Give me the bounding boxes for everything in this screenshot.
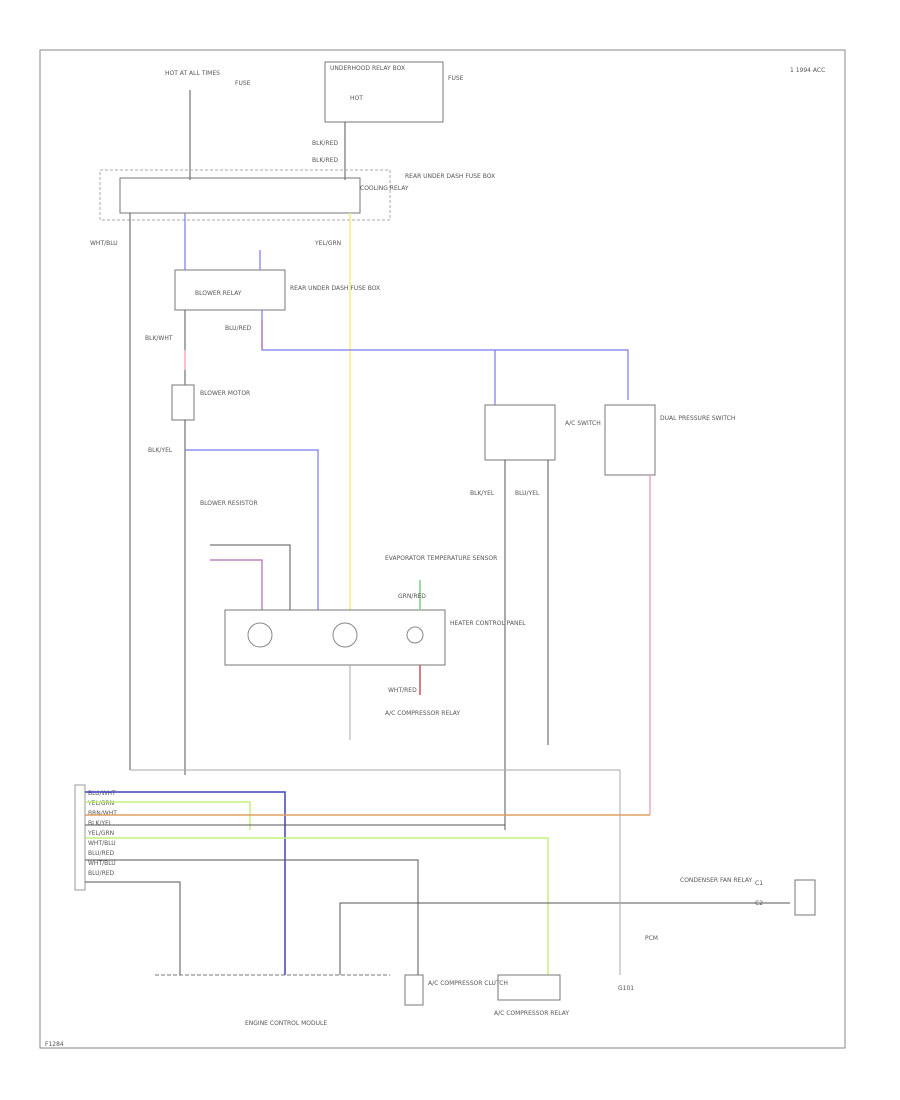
label-ac-switch: A/C SWITCH	[565, 420, 601, 427]
label-blu-red: BLU/RED	[225, 325, 252, 332]
label-heater-control-panel: HEATER CONTROL PANEL	[450, 620, 526, 627]
wire-blue-red-bus	[261, 310, 629, 400]
wire-lightgreen-harness-1	[85, 801, 251, 830]
harness-row-2: YEL/GRN	[87, 800, 114, 807]
wire-violet-resistor	[210, 559, 263, 610]
label-blk-yel: BLK/YEL	[148, 447, 173, 454]
label-hot-at-all-times: HOT AT ALL TIMES	[165, 70, 220, 77]
harness-row-1: BLU/WHT	[88, 790, 116, 797]
label-ecm: ENGINE CONTROL MODULE	[245, 1020, 327, 1027]
label-hot-run: HOT	[350, 95, 363, 102]
label-evap-temp-sensor: EVAPORATOR TEMPERATURE SENSOR	[385, 555, 497, 562]
underhood-relay-box	[324, 61, 444, 123]
label-underhood-relay: UNDERHOOD RELAY BOX	[330, 65, 405, 72]
wire-dark-blue-harness	[85, 791, 286, 975]
condenser-fan-symbol	[794, 879, 816, 916]
wire-black-harness-2	[85, 859, 419, 975]
label-pcm-note: PCM	[645, 935, 658, 942]
label-dual-pressure-switch: DUAL PRESSURE SWITCH	[660, 415, 735, 422]
harness-row-6: WHT/BLU	[88, 840, 116, 847]
blower-relay-box	[174, 269, 286, 311]
rear-fuse-box-outline	[99, 169, 391, 221]
label-ground: G101	[618, 985, 634, 992]
harness-connector	[74, 784, 86, 891]
label-cooling-relay-note: REAR UNDER DASH FUSE BOX	[405, 173, 495, 180]
compressor-clutch-symbol	[404, 974, 424, 1006]
label-grn-red: GRN/RED	[398, 593, 426, 600]
label-blk-yel-2: BLK/YEL	[470, 490, 495, 497]
label-blk-red-1: BLK/RED	[312, 140, 338, 147]
label-yel-grn: YEL/GRN	[314, 240, 341, 247]
diagram-border	[39, 49, 846, 1049]
harness-row-9: BLU/RED	[88, 870, 115, 877]
label-blower-resistor: BLOWER RESISTOR	[200, 500, 258, 507]
ac-indicator-lamp	[406, 626, 424, 644]
wire-black-ecm	[85, 881, 181, 975]
harness-row-8: WHT/BLU	[88, 860, 116, 867]
label-fuse-b: FUSE	[448, 75, 464, 82]
wire-blu-yel	[185, 449, 319, 610]
cooling-relay-box	[119, 177, 361, 214]
label-blk-wht: BLK/WHT	[145, 335, 173, 342]
ac-switch-box	[484, 404, 556, 461]
label-connector-d: C2	[755, 900, 763, 907]
label-blower-relay-note: REAR UNDER DASH FUSE BOX	[290, 285, 380, 292]
footer-code: F1284	[45, 1041, 64, 1048]
label-compressor-relay: A/C COMPRESSOR RELAY	[385, 710, 460, 717]
label-blower-relay: BLOWER RELAY	[195, 290, 242, 297]
label-cooling-relay: COOLING RELAY	[360, 185, 409, 192]
label-blower-motor: BLOWER MOTOR	[200, 390, 250, 397]
blower-motor-symbol	[171, 384, 195, 421]
temp-switch-dial	[332, 622, 358, 648]
wire-fan-relay	[339, 902, 790, 975]
label-blu-yel: BLU/YEL	[515, 490, 540, 497]
label-fuse-a: FUSE	[235, 80, 251, 87]
label-blk-red-2: BLK/RED	[312, 157, 338, 164]
harness-row-7: BLU/RED	[88, 850, 115, 857]
harness-row-3: BRN/WHT	[88, 810, 117, 817]
compressor-relay-box	[497, 974, 561, 1001]
label-condenser-fan-relay: CONDENSER FAN RELAY	[680, 877, 752, 884]
label-compressor-relay-2: A/C COMPRESSOR RELAY	[494, 1010, 569, 1017]
label-connector: A/C COMPRESSOR CLUTCH	[428, 980, 508, 987]
harness-row-4: BLK/YEL	[88, 820, 113, 827]
wire-black-resistor	[210, 544, 291, 610]
wire-lightgreen-harness-2	[85, 837, 549, 975]
dual-pressure-switch-box	[604, 404, 656, 476]
label-wht-red: WHT/RED	[388, 687, 417, 694]
corner-note: 1 1994 ACC	[790, 67, 825, 74]
harness-row-5: YEL/GRN	[87, 830, 114, 837]
heater-control-panel	[224, 609, 446, 666]
label-connector-c: C1	[755, 880, 763, 887]
label-wht-blu: WHT/BLU	[90, 240, 118, 247]
fan-switch-dial	[247, 622, 273, 648]
